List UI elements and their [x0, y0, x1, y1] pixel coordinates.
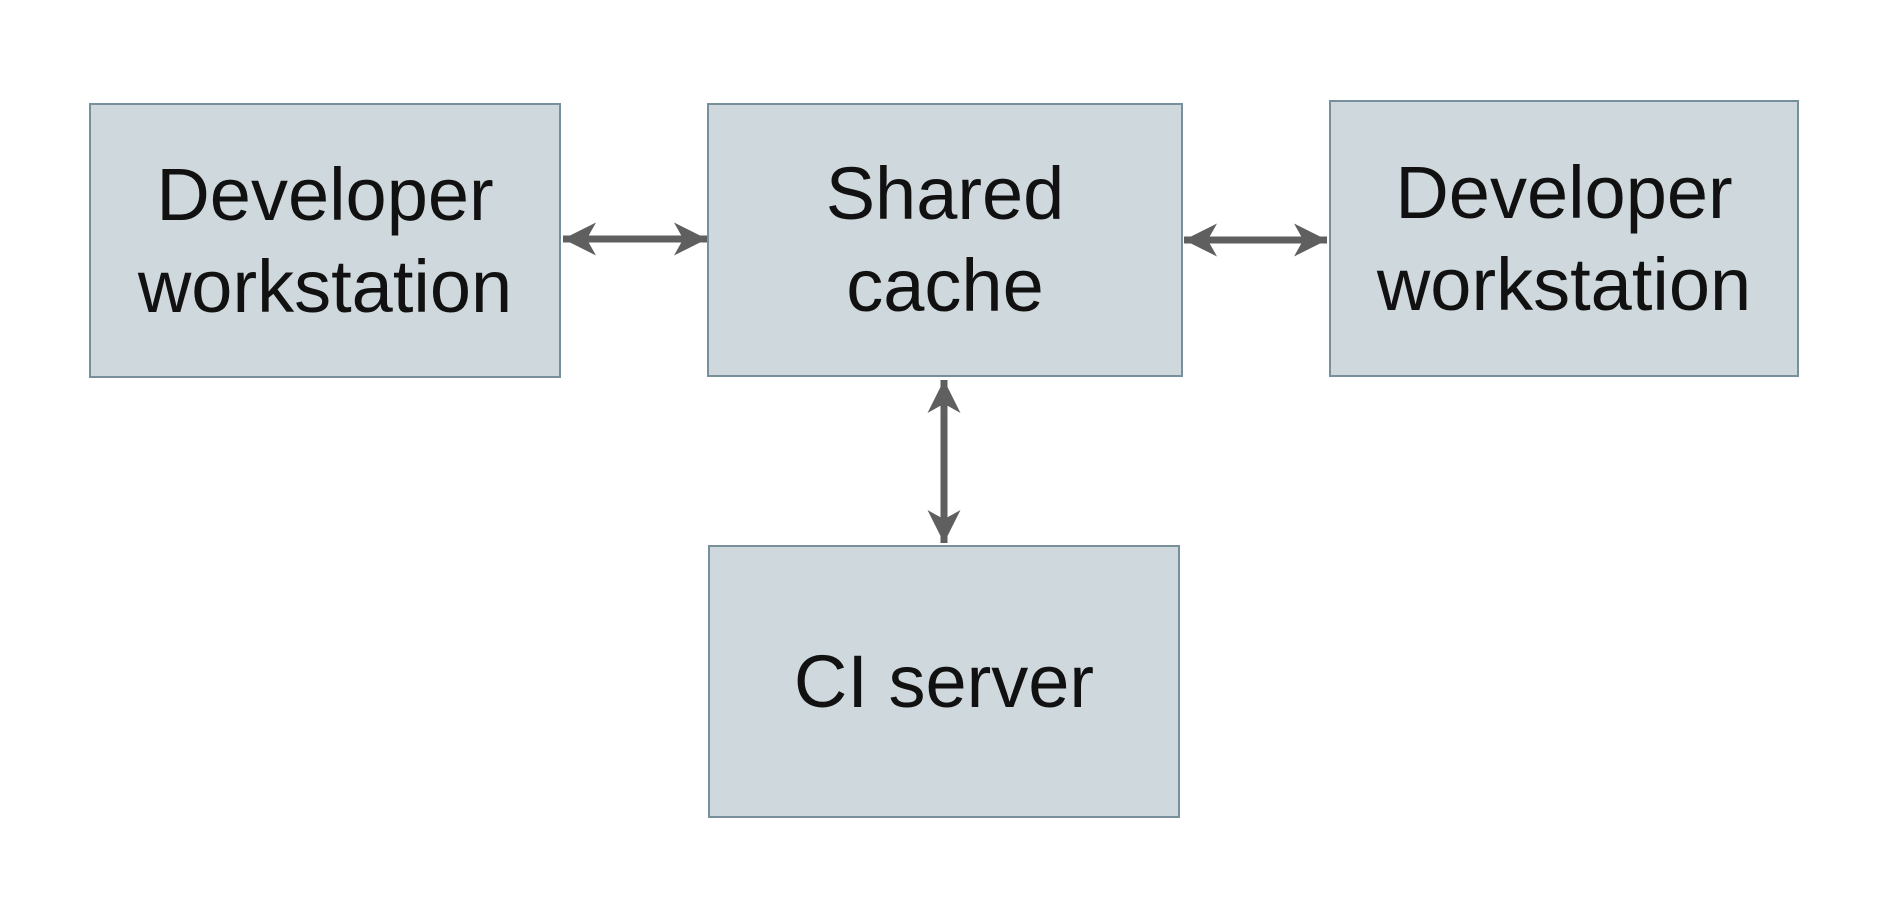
node-label-line: workstation: [137, 244, 513, 328]
node-label-line: Shared: [825, 152, 1065, 235]
node-shared-cache: Shared cache: [707, 103, 1183, 377]
node-label-line: cache: [846, 244, 1044, 327]
node-label-line: CI server: [793, 639, 1095, 723]
node-developer-workstation-left: Developer workstation: [89, 103, 561, 378]
node-label-line: Developer: [156, 152, 494, 236]
node-label-line: workstation: [1376, 242, 1752, 326]
node-developer-workstation-right: Developer workstation: [1329, 100, 1799, 377]
node-ci-server: CI server: [708, 545, 1180, 818]
node-label-line: Developer: [1395, 150, 1733, 234]
